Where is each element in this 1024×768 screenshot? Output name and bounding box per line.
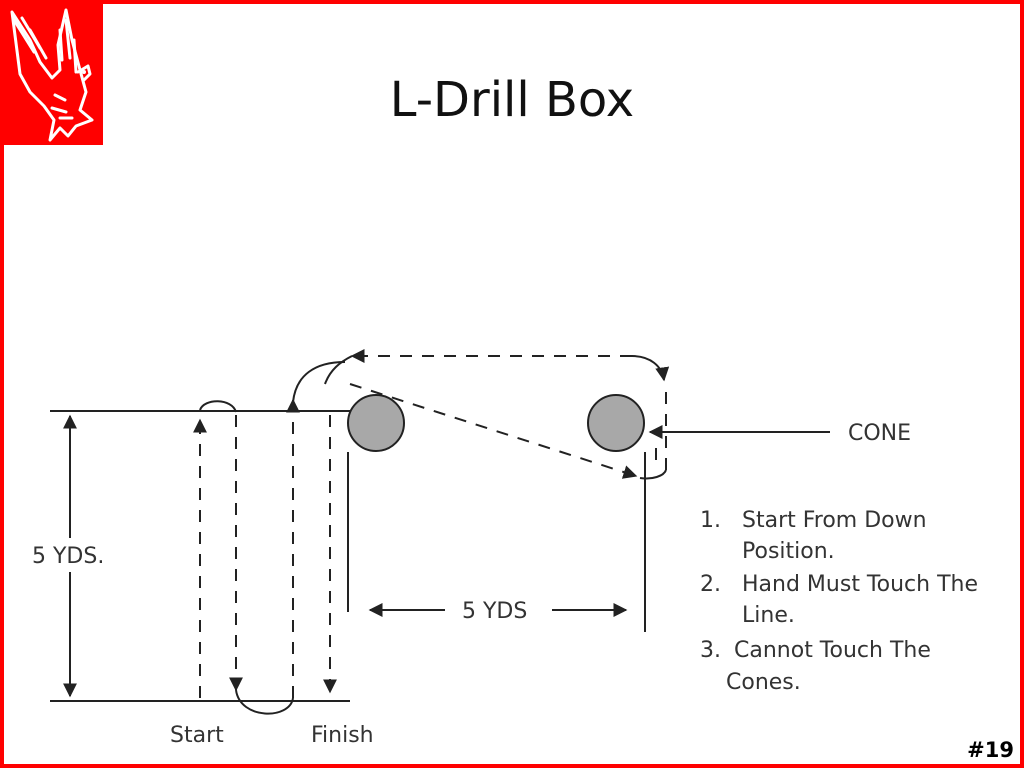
vertical-distance-label: 5 YDS. [32,544,104,569]
turn-top-1 [199,400,237,413]
turn-right-top [324,355,353,385]
finish-label: Finish [311,723,374,748]
route-diagonal-leg [349,383,638,479]
hawk-icon [10,8,94,142]
start-label: Start [170,723,224,748]
instruction-2-line-2: Line. [742,603,795,628]
instruction-3-line-2: Cones. [726,670,801,695]
slide-title: L-Drill Box [389,72,635,128]
turn-bottom-1 [235,689,294,715]
turn-right-cone-bottom [639,469,667,480]
turn-left-cone [292,361,346,403]
logo [0,0,103,145]
instruction-2-line-1: Hand Must Touch The [742,572,978,597]
horizontal-distance-label: 5 YDS [462,599,527,624]
slide-number: #19 [967,738,1014,762]
instruction-3-line-1: Cannot Touch The [734,638,931,663]
instruction-1-line-2: Position. [742,539,835,564]
turn-right-cone-top [631,355,670,382]
instruction-1-number: 1. [700,508,721,533]
cone-right [587,394,645,452]
instruction-2-number: 2. [700,572,721,597]
instruction-1-line-1: Start From Down [742,508,927,533]
instruction-3-number: 3. [700,638,721,663]
cone-left [347,394,405,452]
cone-label: CONE [848,421,911,446]
instructions-list: 1. Start From Down Position. 2. Hand Mus… [700,508,978,695]
